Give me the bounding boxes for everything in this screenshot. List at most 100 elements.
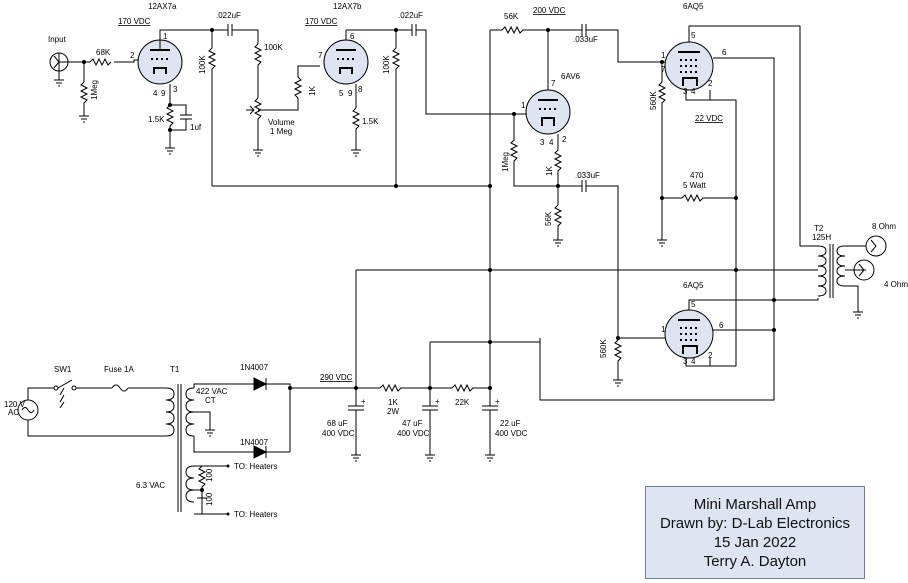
- v63-label: 6.3 VAC: [136, 481, 165, 490]
- plus3: +: [495, 397, 500, 406]
- cap-68uf: [348, 388, 364, 462]
- htr2-label: TO: Heaters: [234, 510, 277, 519]
- tube-6aq5-top: [664, 41, 714, 91]
- c22-label-2: 400 VDC: [495, 429, 528, 438]
- tube-12ax7a: [137, 39, 183, 85]
- tube-12ax7b: [323, 30, 369, 85]
- v1b-volts: 170 VDC: [305, 17, 338, 26]
- title-line-1: Mini Marshall Amp: [693, 496, 817, 513]
- title-line-3: 15 Jan 2022: [713, 534, 797, 551]
- v2-pin4: 4: [549, 138, 554, 147]
- input-label: Input: [48, 35, 67, 44]
- v1a-volts: 170 VDC: [118, 17, 151, 26]
- fuse-label: Fuse 1A: [104, 365, 134, 374]
- v1a-label: 12AX7a: [148, 2, 177, 11]
- input-jack: [49, 52, 69, 87]
- r100ka-label: 100K: [198, 55, 207, 74]
- r56ktop-label: 56K: [504, 12, 519, 21]
- c033top-label: .033uF: [573, 35, 598, 44]
- v1a-pin4: 4: [153, 89, 158, 98]
- v4-label: 6AQ5: [683, 281, 704, 290]
- v2-pin2: 2: [562, 135, 567, 144]
- plus2: +: [435, 397, 440, 406]
- t2-value: 125H: [812, 233, 831, 242]
- c47-label-1: 47 uF: [402, 419, 423, 428]
- v4-pin1: 1: [661, 325, 666, 334]
- r15kb-label: 1.5K: [362, 117, 379, 126]
- r100kvol-label: 100K: [264, 43, 283, 52]
- c022b-label: .022uF: [398, 11, 423, 20]
- v1b-pin6: 6: [350, 32, 355, 41]
- ac-label-2: AC: [8, 408, 19, 417]
- volume-label: Volume: [268, 118, 295, 127]
- cap-22uf: [482, 400, 498, 462]
- v3-pin7: 7: [661, 65, 666, 74]
- r100b-label: 100: [205, 492, 214, 506]
- d1-label: 1N4007: [240, 363, 269, 372]
- t2-label: T2: [814, 224, 824, 233]
- v2-pin3: 3: [540, 138, 545, 147]
- v2-pin1: 1: [521, 101, 526, 110]
- r100a-label: 100: [205, 468, 214, 482]
- c68-label-1: 68 uF: [327, 419, 348, 428]
- v2-label: 6AV6: [561, 72, 581, 81]
- title-line-4: Terry A. Dayton: [703, 553, 807, 570]
- htr1-label: TO: Heaters: [234, 462, 277, 471]
- out8-label: 8 Ohm: [872, 222, 896, 231]
- sw1-label: SW1: [54, 365, 72, 374]
- r22k-label: 22K: [455, 398, 470, 407]
- v4-pin6: 6: [719, 321, 724, 330]
- r470-label: 470: [690, 171, 704, 180]
- t1-label: T1: [170, 365, 180, 374]
- transformer-t2: [817, 244, 846, 298]
- r1megpi-label: 1Meg: [501, 152, 510, 172]
- r1kps-watt: 2W: [387, 407, 399, 416]
- r68k-label: 68K: [96, 48, 111, 57]
- r1kpi-label: 1K: [545, 166, 554, 176]
- c22-label-1: 22 uF: [500, 419, 521, 428]
- c022a-label: .022uF: [216, 11, 241, 20]
- out4-label: 4 Ohm: [884, 280, 908, 289]
- v1a-pin9: 9: [161, 89, 166, 98]
- c1uf-label: 1uf: [190, 123, 202, 132]
- v4-pin2: 2: [708, 351, 713, 360]
- r470-watt: 5 Watt: [683, 181, 707, 190]
- ac-label-1: 120 V: [4, 400, 26, 409]
- v1b-pin9: 9: [348, 89, 353, 98]
- c033bot-label: .033uF: [575, 171, 600, 180]
- speaker-8ohm: [865, 235, 887, 257]
- speaker-4ohm: [853, 259, 875, 281]
- v200-label: 200 VDC: [533, 6, 566, 15]
- plus1: +: [361, 397, 366, 406]
- cap-47uf: [422, 388, 438, 462]
- r15ka-label: 1.5K: [148, 115, 165, 124]
- tube-6av6: [525, 89, 571, 135]
- v3-pin6: 6: [722, 48, 727, 57]
- v2-pin7: 7: [551, 79, 556, 88]
- d2-label: 1N4007: [240, 438, 269, 447]
- title-line-2: Drawn by: D-Lab Electronics: [659, 515, 851, 532]
- v3-label: 6AQ5: [683, 2, 704, 11]
- transformer-t1: [165, 384, 195, 512]
- c47-label-2: 400 VDC: [397, 429, 430, 438]
- volume-value: 1 Meg: [270, 127, 292, 136]
- v1b-pin7: 7: [318, 51, 323, 60]
- v22-label: 22 VDC: [695, 114, 723, 123]
- c68-label-2: 400 VDC: [322, 429, 355, 438]
- r1meg-in-label: 1Meg: [90, 80, 99, 100]
- v1a-pin1: 1: [163, 32, 168, 41]
- r560ktop-label: 560K: [649, 91, 658, 110]
- hv-label-2: CT: [205, 396, 216, 405]
- r1kps-label: 1K: [388, 398, 398, 407]
- v1b-label: 12AX7b: [333, 2, 362, 11]
- v1b-pin5: 5: [339, 89, 344, 98]
- r56kpi-label: 56K: [544, 211, 553, 226]
- v3-pin5: 5: [691, 31, 696, 40]
- resistor-68k: [89, 57, 112, 67]
- r560kbot-label: 560K: [599, 339, 608, 358]
- v290-label: 290 VDC: [320, 373, 353, 382]
- tube-6aq5-bottom: [664, 309, 714, 359]
- r100kb-label: 100K: [382, 55, 391, 74]
- v1b-pin8: 8: [358, 85, 363, 94]
